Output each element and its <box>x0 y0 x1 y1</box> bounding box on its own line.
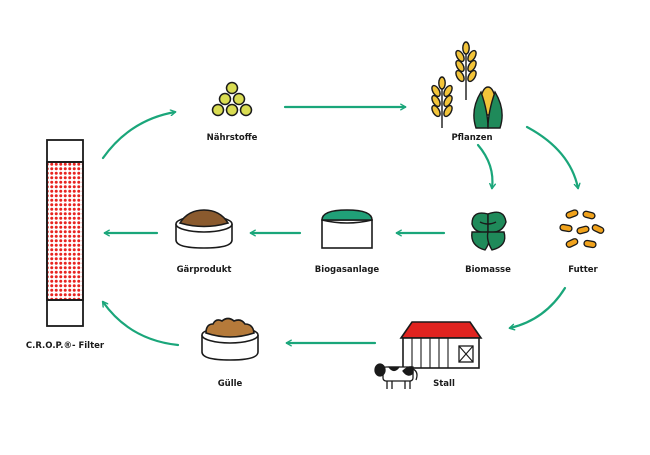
slurry-container-icon <box>201 317 259 361</box>
feed-pellets-icon <box>559 209 605 249</box>
crop-filter-icon <box>46 139 84 327</box>
arrow-pflanzen-to-biomasse <box>476 143 497 190</box>
biogas-plant-icon <box>321 209 373 249</box>
cow-icon <box>374 363 418 389</box>
plants-icon <box>431 41 503 129</box>
label-pflanzen: Pflanzen <box>451 133 492 143</box>
label-stall: Stall <box>433 379 455 389</box>
label-biogasanlage: Biogasanlage <box>315 265 380 275</box>
arrow-guelle-to-filter <box>101 300 180 347</box>
label-naehrstoffe: Nährstoffe <box>207 133 258 143</box>
nutrients-icon <box>211 81 253 117</box>
arrow-pflanzen-to-futter <box>525 125 581 190</box>
barn-icon <box>399 321 483 369</box>
label-guelle: Gülle <box>218 379 243 389</box>
label-crop-filter: C.R.O.P.®- Filter <box>26 341 105 351</box>
arrow-futter-to-stall <box>508 286 567 331</box>
digestate-container-icon <box>175 209 233 249</box>
label-futter: Futter <box>568 265 598 275</box>
arrow-filter-to-naehrstoffe <box>101 109 177 160</box>
label-biomasse: Biomasse <box>465 265 511 275</box>
label-gaerprodukt: Gärprodukt <box>177 265 232 275</box>
biomass-icon <box>471 211 507 251</box>
